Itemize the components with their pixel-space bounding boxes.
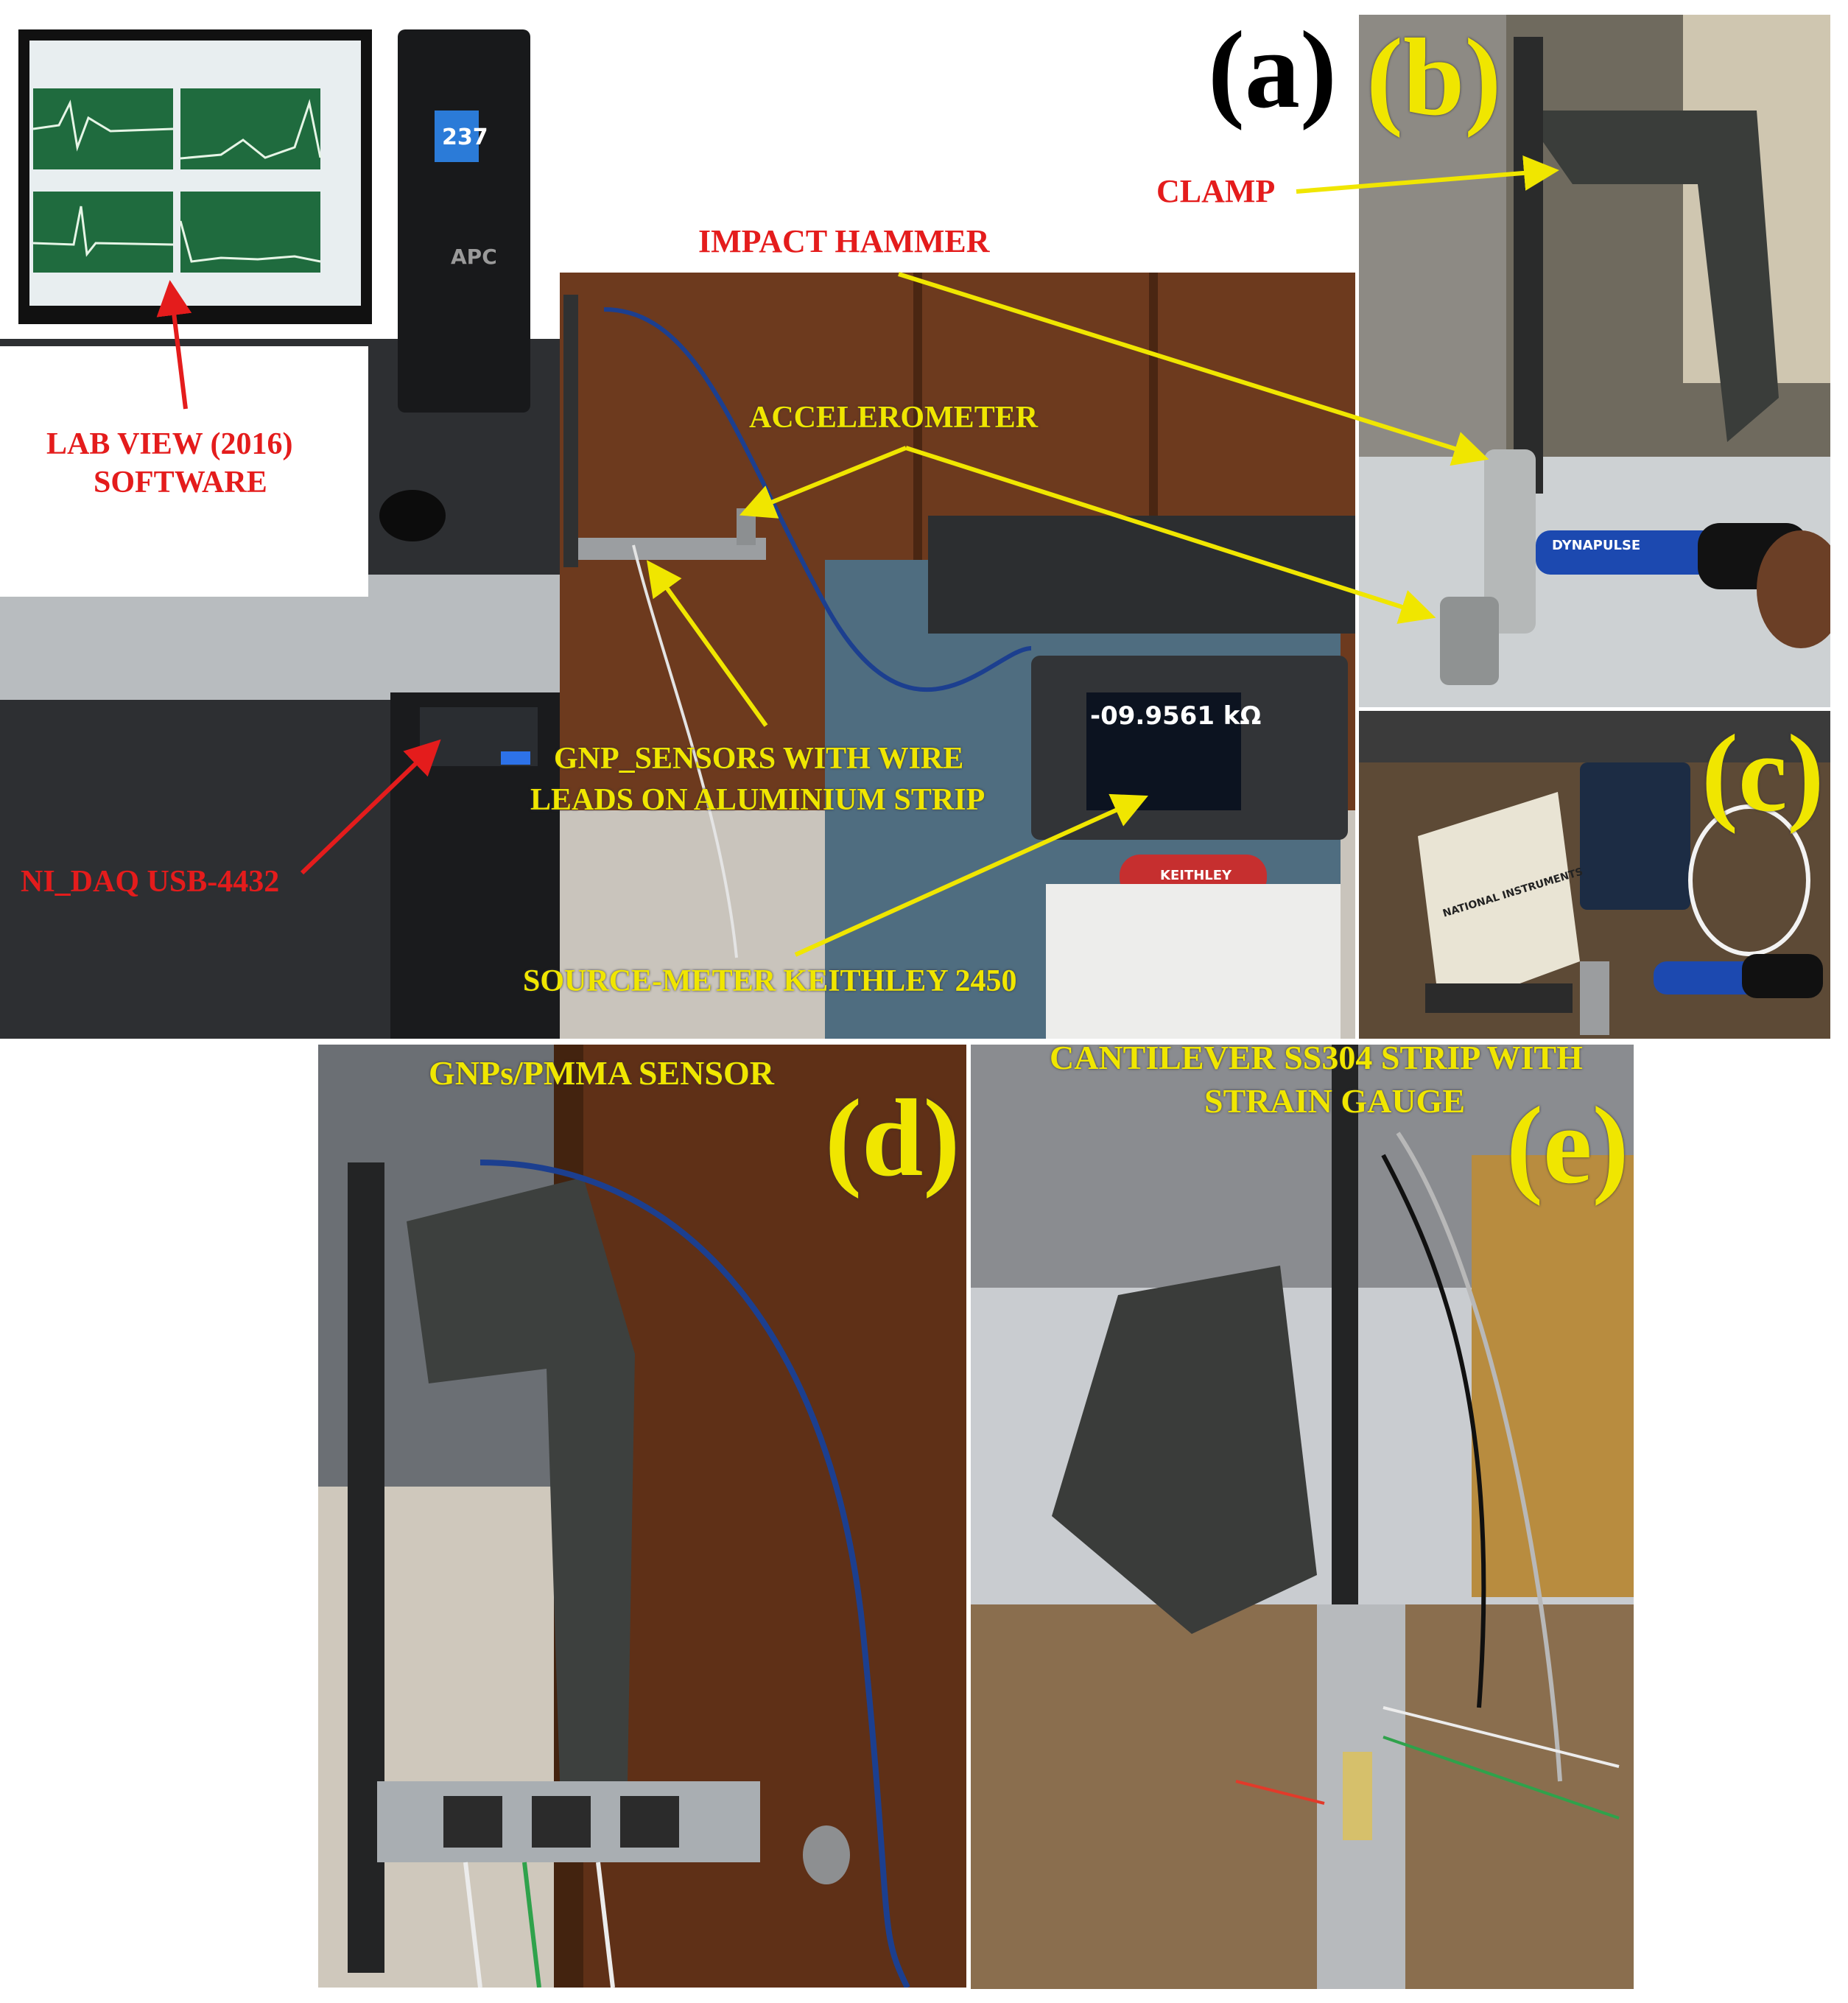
panel-a-photo: LAB VIEW (2016) SOFTWARE IMPACT HAMMER A…: [0, 0, 1355, 1039]
panel-d-scene: [318, 1045, 966, 1988]
labview-label-line1: LAB VIEW (2016): [46, 427, 293, 461]
panel-c-label: (c): [1701, 712, 1824, 835]
meter-brand: KEITHLEY: [1160, 868, 1232, 883]
panel-a-label: (a): [1208, 9, 1337, 131]
clamp-label: CLAMP: [1156, 173, 1276, 209]
meter-reading: -09.9561 kΩ: [1090, 701, 1262, 731]
impact-hammer-label: IMPACT HAMMER: [698, 223, 990, 259]
panel-e-label: (e): [1506, 1084, 1629, 1207]
source-meter-label: SOURCE-METER KEITHLEY 2450: [523, 964, 1017, 998]
gnp-sensors-label-line2: LEADS ON ALUMINIUM STRIP: [530, 783, 986, 817]
gnps-pmma-label: GNPs/PMMA SENSOR: [429, 1054, 774, 1092]
panel-d-label: (d): [825, 1077, 960, 1199]
accelerometer-label: ACCELEROMETER: [749, 401, 1039, 435]
cantilever-label-line2: STRAIN GAUGE: [1204, 1082, 1466, 1120]
panel-e-scene: [971, 1045, 1634, 1989]
ni-daq-label: NI_DAQ USB-4432: [21, 865, 280, 899]
hammer-brand: DYNAPULSE: [1552, 538, 1641, 553]
cantilever-label-line1: CANTILEVER SS304 STRIP WITH: [1050, 1039, 1583, 1076]
ups-display: 237: [442, 124, 488, 150]
panel-c-scene: [1359, 711, 1830, 1039]
panel-c-photo: NATIONAL INSTRUMENTS: [1359, 711, 1830, 1039]
panel-b-label: (b): [1366, 16, 1502, 138]
ups-brand: APC: [451, 245, 497, 269]
panel-d-photo: [318, 1045, 966, 1988]
panel-e-photo: [971, 1045, 1634, 1989]
labview-label-line2: SOFTWARE: [94, 466, 267, 499]
gnp-sensors-label-line1: GNP_SENSORS WITH WIRE: [554, 742, 964, 776]
